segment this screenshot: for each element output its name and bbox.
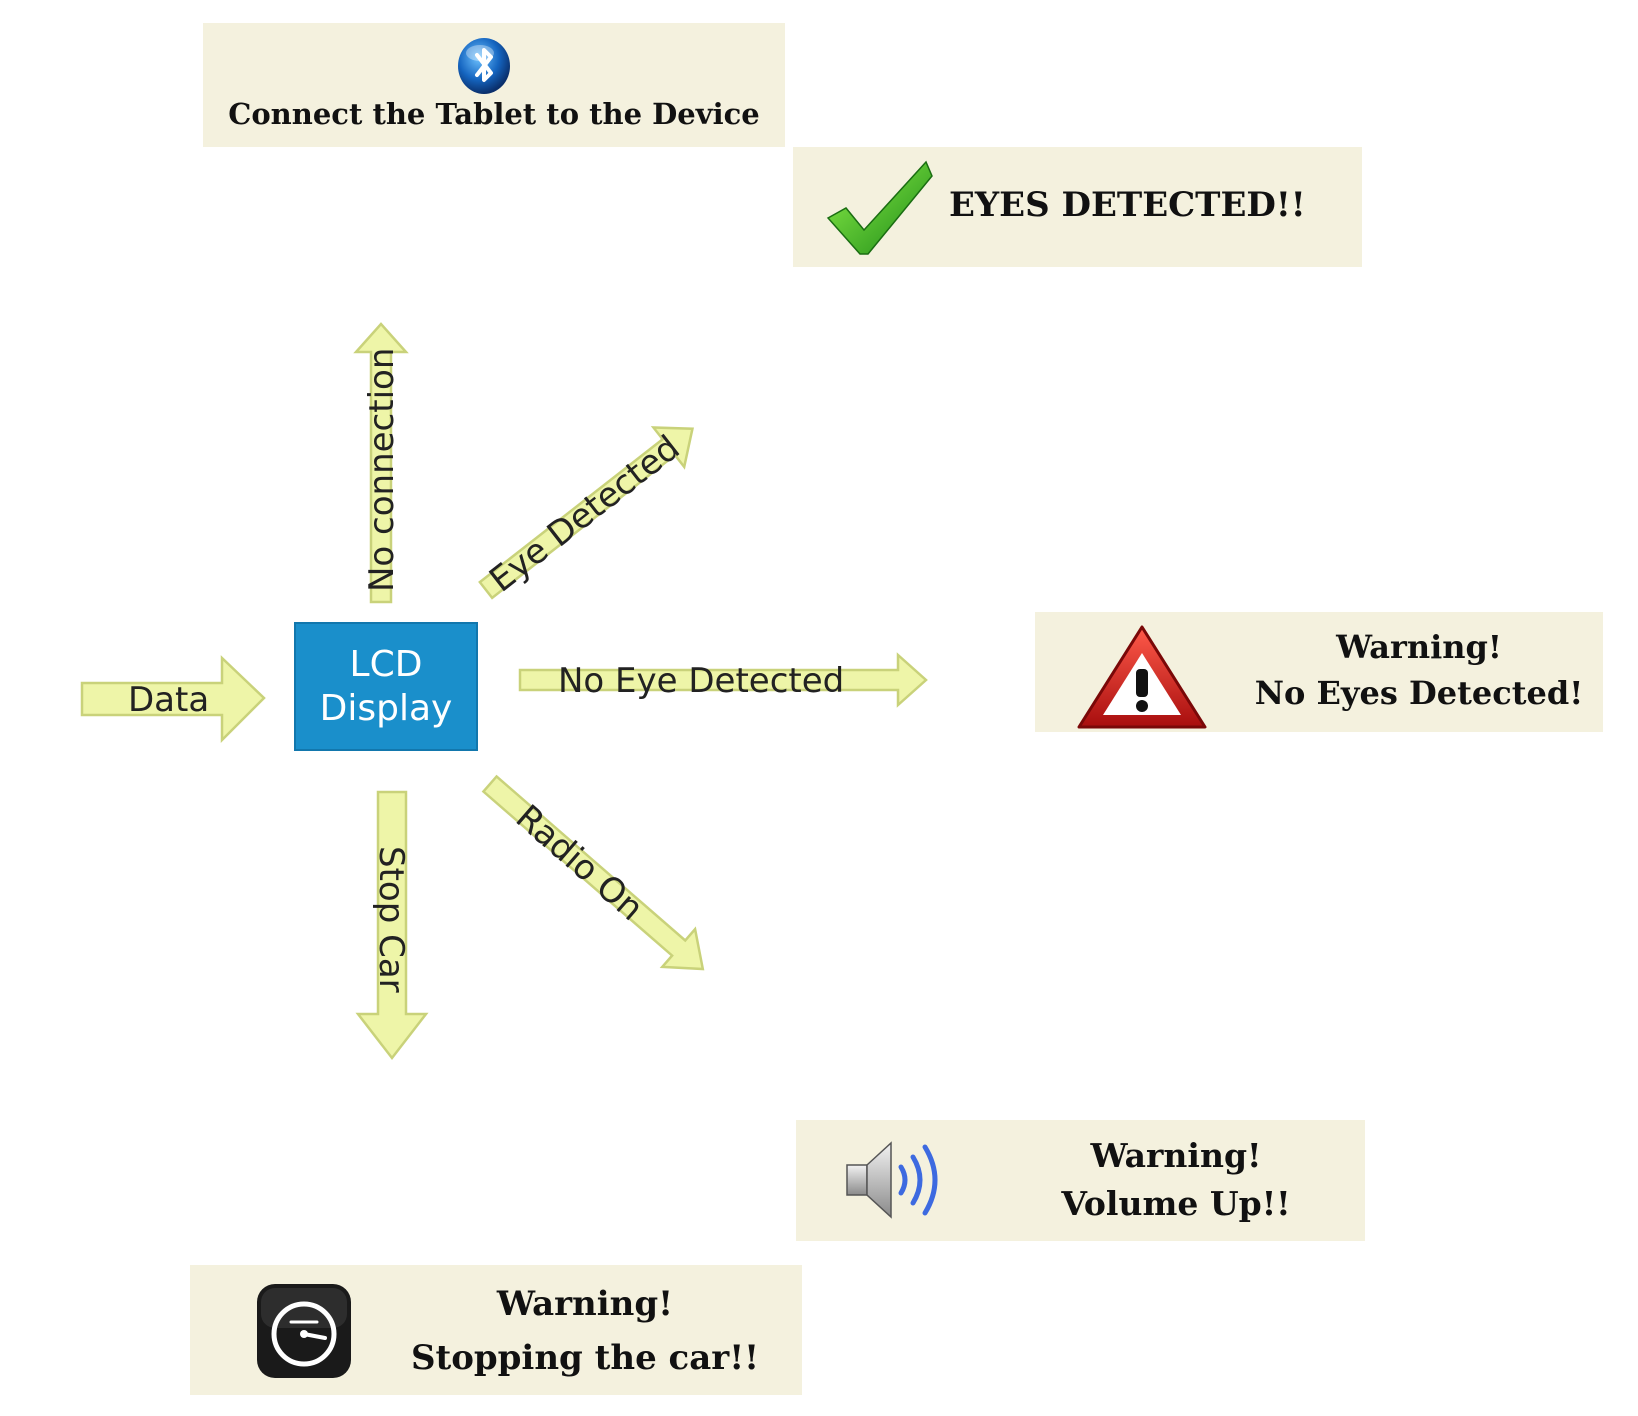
stop-car-arrow: Stop Car <box>355 790 429 1061</box>
speedometer-icon <box>257 1284 351 1378</box>
stop-car-label: Stop Car <box>371 846 411 993</box>
speaker-icon <box>846 1141 938 1219</box>
volume-text: Warning! Volume Up!! <box>1026 1132 1326 1228</box>
no-eye-detected-arrow: No Eye Detected <box>518 652 928 708</box>
data-arrow-label: Data <box>128 680 209 720</box>
no-eyes-line2: No Eyes Detected! <box>1254 674 1584 713</box>
volume-line1: Warning! <box>1090 1136 1262 1175</box>
eye-detected-arrow: Eye Detected <box>478 426 694 601</box>
volume-line2: Volume Up!! <box>1061 1183 1291 1223</box>
lcd-line1: LCD <box>349 644 423 686</box>
radio-on-label: Radio On <box>508 797 651 929</box>
no-eye-detected-label: No Eye Detected <box>558 661 844 701</box>
radio-on-arrow: Radio On <box>481 774 705 971</box>
stop-car-line2: Stopping the car!! <box>410 1338 760 1379</box>
eyes-detected-panel: EYES DETECTED!! <box>793 147 1362 267</box>
connect-label: Connect the Tablet to the Device <box>228 97 760 131</box>
stop-car-line1: Warning! <box>496 1284 674 1324</box>
no-eyes-line1: Warning! <box>1336 628 1502 666</box>
stop-car-text: Warning! Stopping the car!! <box>385 1277 785 1386</box>
eye-detected-label: Eye Detected <box>482 428 687 601</box>
eyes-detected-label: EYES DETECTED!! <box>949 185 1306 225</box>
lcd-line2: Display <box>319 687 453 729</box>
lcd-display-box: LCD Display <box>294 622 478 751</box>
data-arrow: Data <box>80 655 266 744</box>
checkmark-icon <box>826 160 933 255</box>
bluetooth-icon <box>458 38 510 94</box>
no-connection-arrow: No connection <box>353 322 409 604</box>
no-connection-label: No connection <box>362 348 402 592</box>
warning-triangle-icon <box>1077 625 1207 729</box>
no-eyes-text: Warning! No Eyes Detected! <box>1235 624 1603 717</box>
